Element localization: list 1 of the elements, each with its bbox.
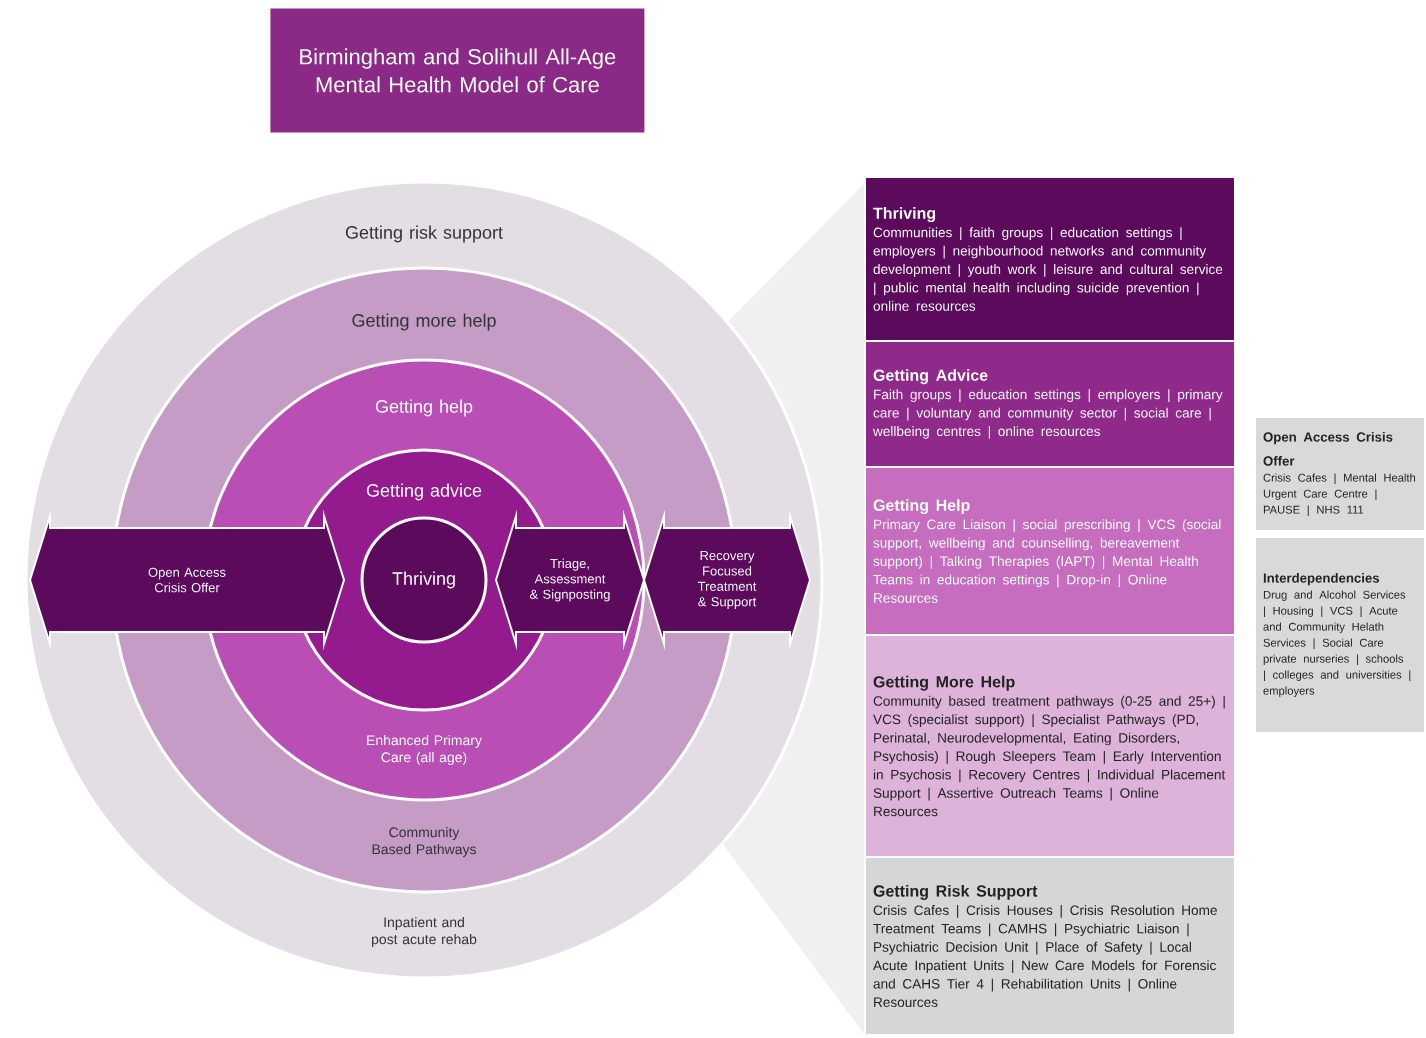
title-banner: Birmingham and Solihull All-Age Mental Health Model of Care xyxy=(270,8,645,133)
